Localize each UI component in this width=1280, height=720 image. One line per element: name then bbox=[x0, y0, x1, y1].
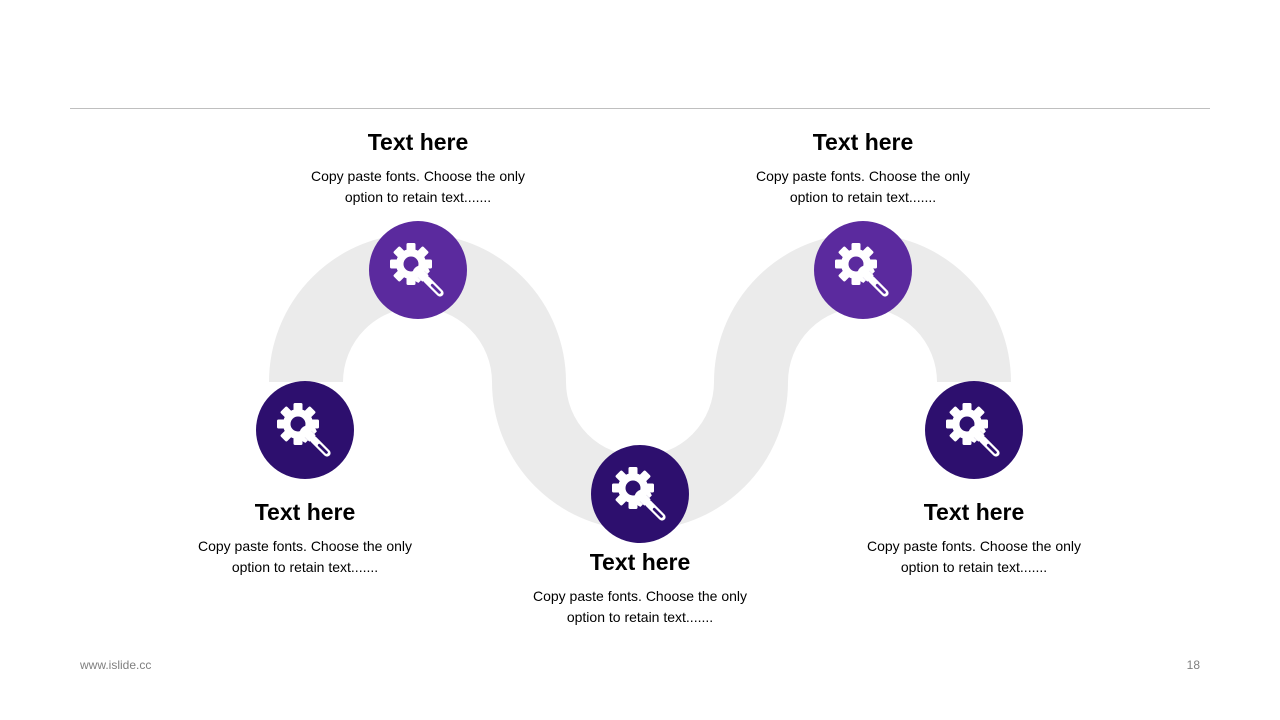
step-3-node bbox=[591, 445, 689, 543]
footer-website: www.islide.cc bbox=[80, 658, 152, 672]
gear-wrench-icon bbox=[390, 243, 449, 302]
step-description-line-2: option to retain text....... bbox=[789, 189, 937, 205]
step-description-line-1: Copy paste fonts. Choose the only bbox=[755, 168, 971, 184]
gear-wrench-icon bbox=[835, 243, 894, 302]
step-4-text: Text here Copy paste fonts. Choose the o… bbox=[733, 128, 993, 208]
step-1-node bbox=[256, 381, 354, 479]
header-divider bbox=[70, 108, 1210, 109]
step-description-line-1: Copy paste fonts. Choose the only bbox=[866, 538, 1082, 554]
gear-wrench-icon bbox=[946, 403, 1005, 462]
step-description-line-1: Copy paste fonts. Choose the only bbox=[197, 538, 413, 554]
step-2-node bbox=[369, 221, 467, 319]
gear-wrench-icon bbox=[612, 467, 671, 526]
step-3-text: Text here Copy paste fonts. Choose the o… bbox=[510, 548, 770, 628]
step-2-text: Text here Copy paste fonts. Choose the o… bbox=[288, 128, 548, 208]
step-description-line-2: option to retain text....... bbox=[231, 559, 379, 575]
step-title: Text here bbox=[254, 499, 356, 525]
step-title: Text here bbox=[812, 129, 914, 155]
page-number: 18 bbox=[1186, 658, 1200, 672]
step-description: Copy paste fonts. Choose the only option… bbox=[510, 586, 770, 628]
step-description: Copy paste fonts. Choose the only option… bbox=[844, 536, 1104, 578]
step-description-line-2: option to retain text....... bbox=[566, 609, 714, 625]
step-title: Text here bbox=[367, 129, 469, 155]
step-description: Copy paste fonts. Choose the only option… bbox=[175, 536, 435, 578]
step-title: Text here bbox=[589, 549, 691, 575]
step-description-line-1: Copy paste fonts. Choose the only bbox=[310, 168, 526, 184]
step-description-line-2: option to retain text....... bbox=[344, 189, 492, 205]
step-description-line-2: option to retain text....... bbox=[900, 559, 1048, 575]
step-4-node bbox=[814, 221, 912, 319]
step-description: Copy paste fonts. Choose the only option… bbox=[733, 166, 993, 208]
gear-wrench-icon bbox=[277, 403, 336, 462]
step-1-text: Text here Copy paste fonts. Choose the o… bbox=[175, 498, 435, 578]
step-5-node bbox=[925, 381, 1023, 479]
step-5-text: Text here Copy paste fonts. Choose the o… bbox=[844, 498, 1104, 578]
step-description: Copy paste fonts. Choose the only option… bbox=[288, 166, 548, 208]
step-description-line-1: Copy paste fonts. Choose the only bbox=[532, 588, 748, 604]
step-title: Text here bbox=[923, 499, 1025, 525]
